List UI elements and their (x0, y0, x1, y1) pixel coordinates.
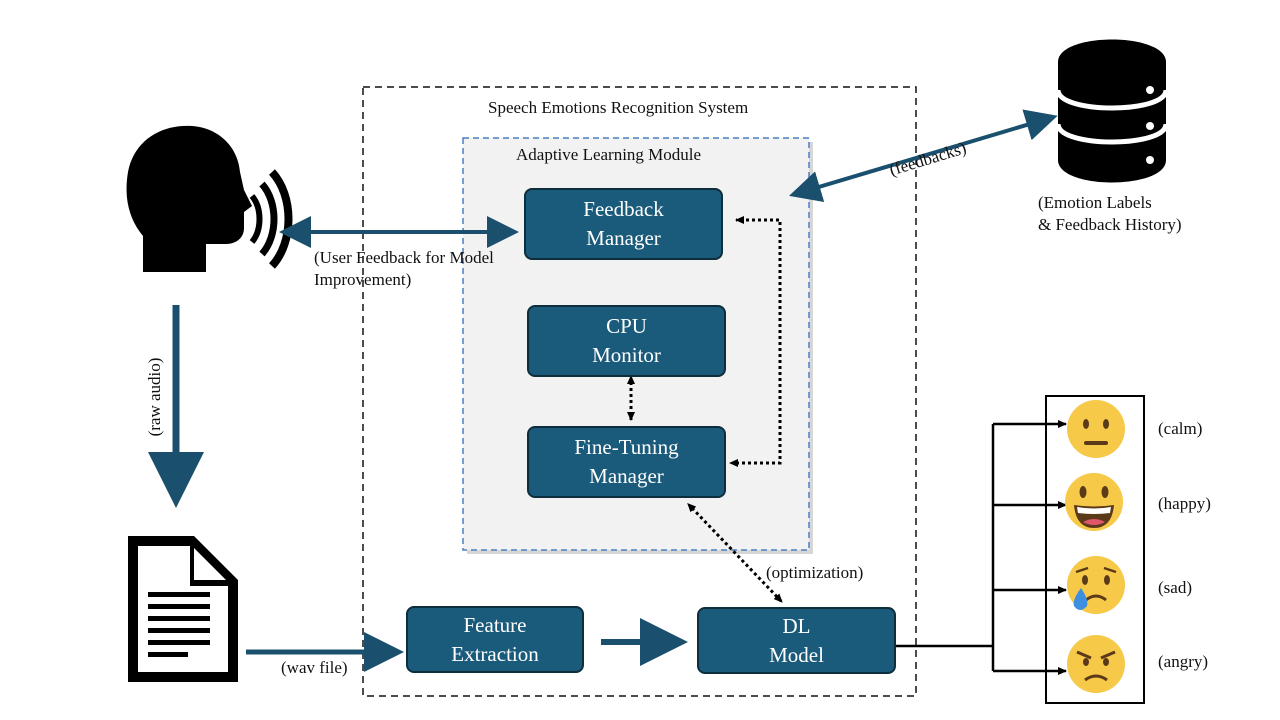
speaking-person-icon (126, 125, 293, 272)
dl-model-line1: DL (782, 613, 811, 638)
cpu-monitor-box: CPU Monitor (527, 305, 726, 377)
emotions-box (1045, 395, 1145, 704)
fine-tuning-manager-line1: Fine-Tuning (574, 435, 679, 459)
feedback-manager-line1: Feedback (583, 197, 664, 221)
emotion-label-angry: (angry) (1158, 652, 1209, 671)
dl-model-box: DL Model (697, 607, 896, 674)
feedbacks-arrow (789, 109, 1058, 203)
feedback-manager-line2: Manager (586, 226, 661, 250)
module-title: Adaptive Learning Module (516, 145, 702, 164)
neutral-face-icon (1067, 400, 1125, 458)
optimization-dotted-arrow (687, 502, 784, 604)
database-icon (1055, 39, 1169, 183)
emotion-label-happy: (happy) (1158, 494, 1211, 513)
fine-tuning-manager-line2: Manager (589, 464, 664, 488)
system-title: Speech Emotions Recognition System (488, 98, 749, 117)
sad-tear-face-icon (1067, 556, 1125, 614)
user-feedback-label-line2: Improvement) (314, 270, 412, 289)
database-label-line2: & Feedback History) (1038, 215, 1182, 234)
cpu-monitor-line2: Monitor (592, 343, 661, 367)
cpu-monitor-line1: CPU (606, 314, 647, 338)
grinning-face-icon (1065, 473, 1123, 531)
raw-audio-label: (raw audio) (145, 357, 164, 437)
dl-model-line2: Model (769, 642, 824, 667)
feature-extraction-line1: Feature (463, 612, 527, 637)
wav-file-label: (wav file) (281, 658, 348, 677)
user-feedback-label-line1: (User Feedback for Model (314, 248, 494, 267)
emotion-output-connectors (896, 420, 1067, 675)
emotion-label-sad: (sad) (1158, 578, 1192, 597)
fine-tuning-to-feedback-dotted-arrow (729, 216, 782, 467)
database-label-line1: (Emotion Labels (1038, 193, 1152, 212)
system-border (362, 86, 917, 697)
optimization-label: (optimization) (766, 563, 864, 582)
angry-face-icon (1067, 635, 1125, 693)
feature-extraction-line2: Extraction (451, 641, 539, 666)
emotion-label-calm: (calm) (1158, 419, 1203, 438)
document-icon (128, 536, 238, 682)
